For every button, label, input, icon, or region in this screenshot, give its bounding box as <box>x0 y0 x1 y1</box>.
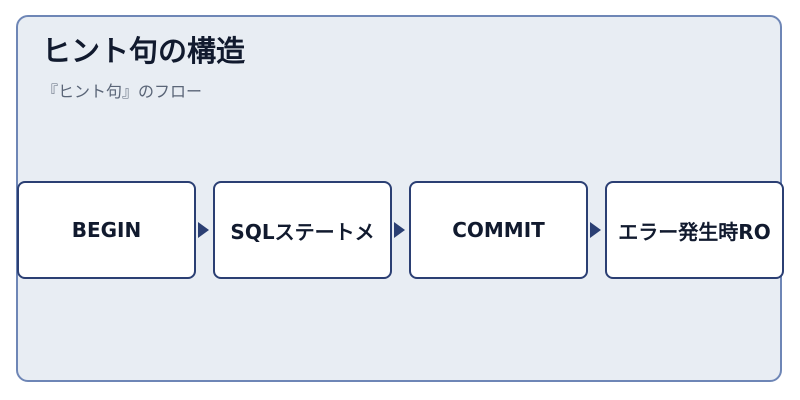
diagram-title: ヒント句の構造 <box>42 34 246 68</box>
flow-step-commit: COMMIT <box>409 181 588 279</box>
flow-step-label: SQLステートメ <box>230 219 375 244</box>
flow-step-begin: BEGIN <box>17 181 196 279</box>
flow-step-sql-statement: SQLステートメ <box>213 181 392 279</box>
flow-arrow-2 <box>394 222 405 238</box>
flow-step-label: COMMIT <box>452 218 545 242</box>
flow-arrow-1 <box>198 222 209 238</box>
flow-step-label: エラー発生時RO <box>618 219 771 244</box>
flow-step-label: BEGIN <box>71 218 142 242</box>
flow-arrow-3 <box>590 222 601 238</box>
diagram-subtitle: 『ヒント句』のフロー <box>42 82 203 101</box>
flow-step-error-rollback: エラー発生時RO <box>605 181 784 279</box>
